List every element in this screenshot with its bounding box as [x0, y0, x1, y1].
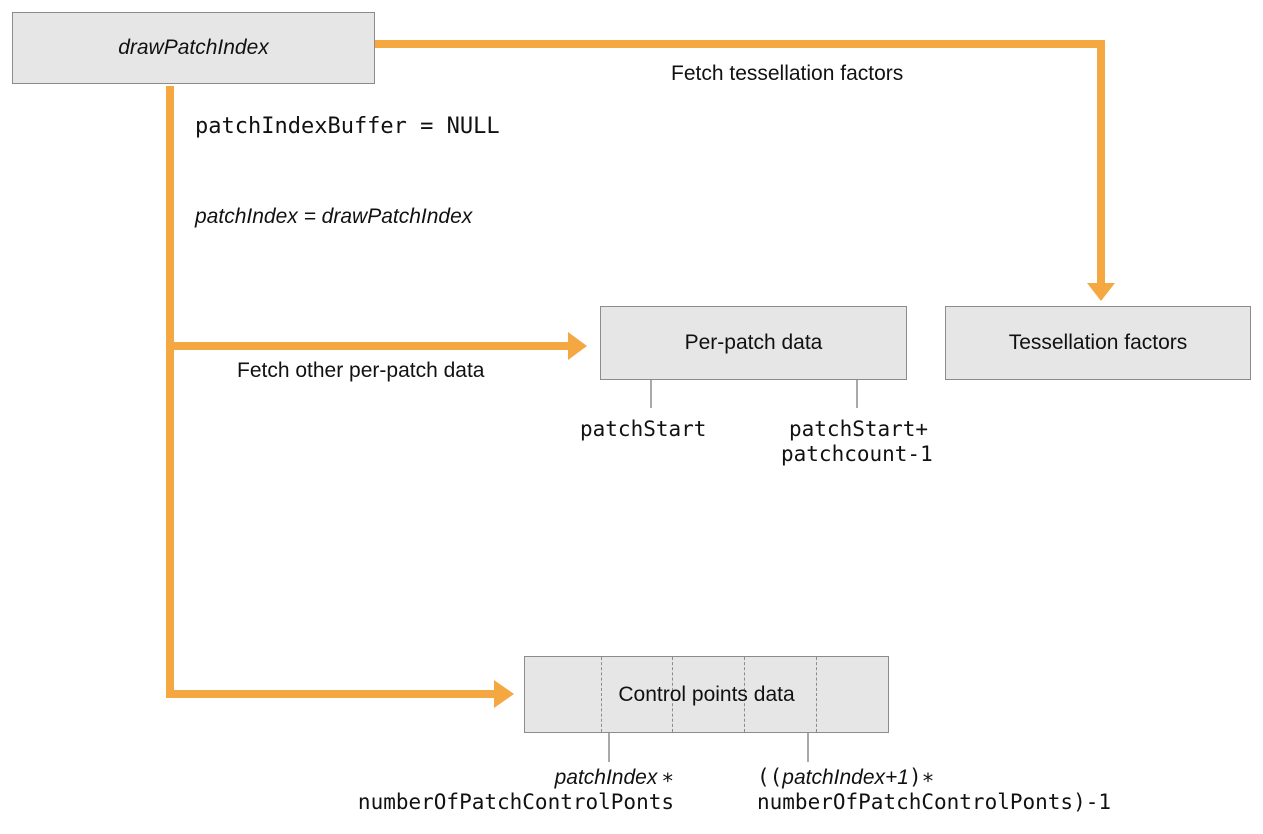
per-patch-arrowhead: [568, 332, 587, 360]
tessellation-factors-box-label: Tessellation factors: [1008, 331, 1188, 354]
cp-end-index-label: ((patchIndex+1)∗ numberOfPatchControlPon…: [757, 765, 1111, 815]
cp-end-label-close: )∗: [908, 765, 935, 789]
patch-end-label: patchStart+ patchcount-1: [781, 417, 933, 467]
per-patch-data-box: Per-patch data: [600, 306, 907, 380]
per-patch-data-box-label: Per-patch data: [684, 331, 823, 354]
control-point-divider: [672, 657, 673, 732]
cp-end-label-line2: numberOfPatchControlPonts)-1: [757, 790, 1112, 814]
cp-end-label-open: ((: [757, 765, 783, 789]
control-points-data-box-label: Control points data: [618, 682, 795, 706]
patch-index-assign-label: patchIndex = drawPatchIndex: [195, 205, 473, 228]
patch-index-buffer-label: patchIndexBuffer = NULL: [195, 114, 500, 139]
control-points-data-box: Control points data: [524, 656, 889, 733]
tessellation-arrowhead: [1087, 283, 1115, 301]
cp-start-label-line2: numberOfPatchControlPonts: [357, 790, 674, 814]
cp-end-label-line1: ((patchIndex+1)∗: [757, 765, 1111, 790]
patch-start-label: patchStart: [580, 417, 707, 441]
draw-patch-index-box-label: drawPatchIndex: [118, 36, 269, 59]
patch-end-label-line1: patchStart+: [789, 417, 929, 441]
fetch-tessellation-factors-label: Fetch tessellation factors: [671, 62, 904, 85]
control-points-arrowhead: [494, 680, 514, 708]
draw-patch-index-box: drawPatchIndex: [12, 12, 375, 84]
cp-end-label-patch-index: patchIndex+1: [782, 766, 909, 789]
cp-start-label-patch-index: patchIndex: [554, 766, 658, 789]
cp-start-index-label: patchIndex∗ numberOfPatchControlPonts: [314, 765, 674, 815]
cp-start-label-line1: patchIndex∗: [314, 765, 674, 790]
control-point-divider: [816, 657, 817, 732]
control-point-divider: [744, 657, 745, 732]
tessellation-factors-box: Tessellation factors: [945, 306, 1251, 380]
tessellation-fetch-connector: [375, 40, 1105, 284]
control-point-divider: [601, 657, 602, 732]
patch-end-label-line2: patchcount-1: [781, 442, 933, 466]
fetch-other-per-patch-data-label: Fetch other per-patch data: [237, 359, 485, 382]
cp-start-label-op: ∗: [661, 765, 674, 789]
